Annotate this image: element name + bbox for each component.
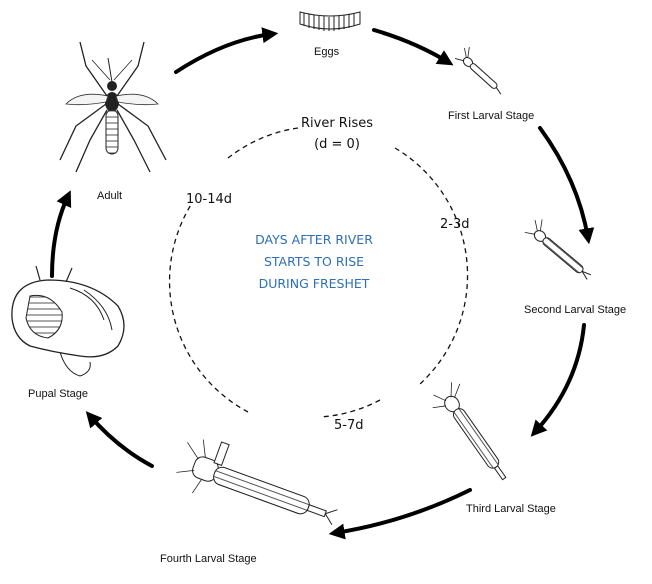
first-larva-icon — [455, 45, 510, 97]
arrow-pupal-to-adult — [52, 196, 68, 276]
center-caption-line2: STARTS TO RISE — [244, 251, 384, 273]
fourth-larva-icon — [172, 431, 346, 542]
arrow-fourth-to-pupal — [90, 416, 152, 466]
timeline-label-2-3d: 2-3d — [440, 217, 470, 232]
timeline-label-10-14d: 10-14d — [186, 192, 232, 207]
pupa-icon — [12, 266, 124, 376]
arrow-third-to-fourth — [335, 490, 470, 533]
arrow-eggs-to-first — [374, 30, 448, 62]
label-fourth-larval-stage: Fourth Larval Stage — [160, 553, 257, 565]
center-caption-line1: DAYS AFTER RIVER — [244, 229, 384, 251]
center-caption-line3: DURING FRESHET — [244, 273, 384, 295]
egg-raft-icon — [300, 12, 360, 31]
label-pupal-stage: Pupal Stage — [28, 388, 88, 400]
arrow-first-to-second — [540, 128, 588, 238]
third-larva-icon — [427, 379, 519, 489]
label-first-larval-stage: First Larval Stage — [448, 110, 534, 122]
label-second-larval-stage: Second Larval Stage — [524, 304, 626, 316]
timeline-start-label: River Rises (d = 0) — [292, 113, 382, 155]
center-caption: DAYS AFTER RIVER STARTS TO RISE DURING F… — [244, 229, 384, 295]
label-eggs: Eggs — [314, 46, 339, 58]
arrow-adult-to-eggs — [176, 34, 272, 72]
timeline-label-5-7d: 5-7d — [334, 418, 364, 433]
label-third-larval-stage: Third Larval Stage — [466, 503, 556, 515]
label-adult: Adult — [97, 190, 122, 202]
mosquito-icon — [60, 42, 166, 172]
timeline-start-line1: River Rises — [292, 113, 382, 134]
timeline-start-line2: (d = 0) — [292, 134, 382, 155]
arrow-second-to-third — [535, 325, 584, 432]
